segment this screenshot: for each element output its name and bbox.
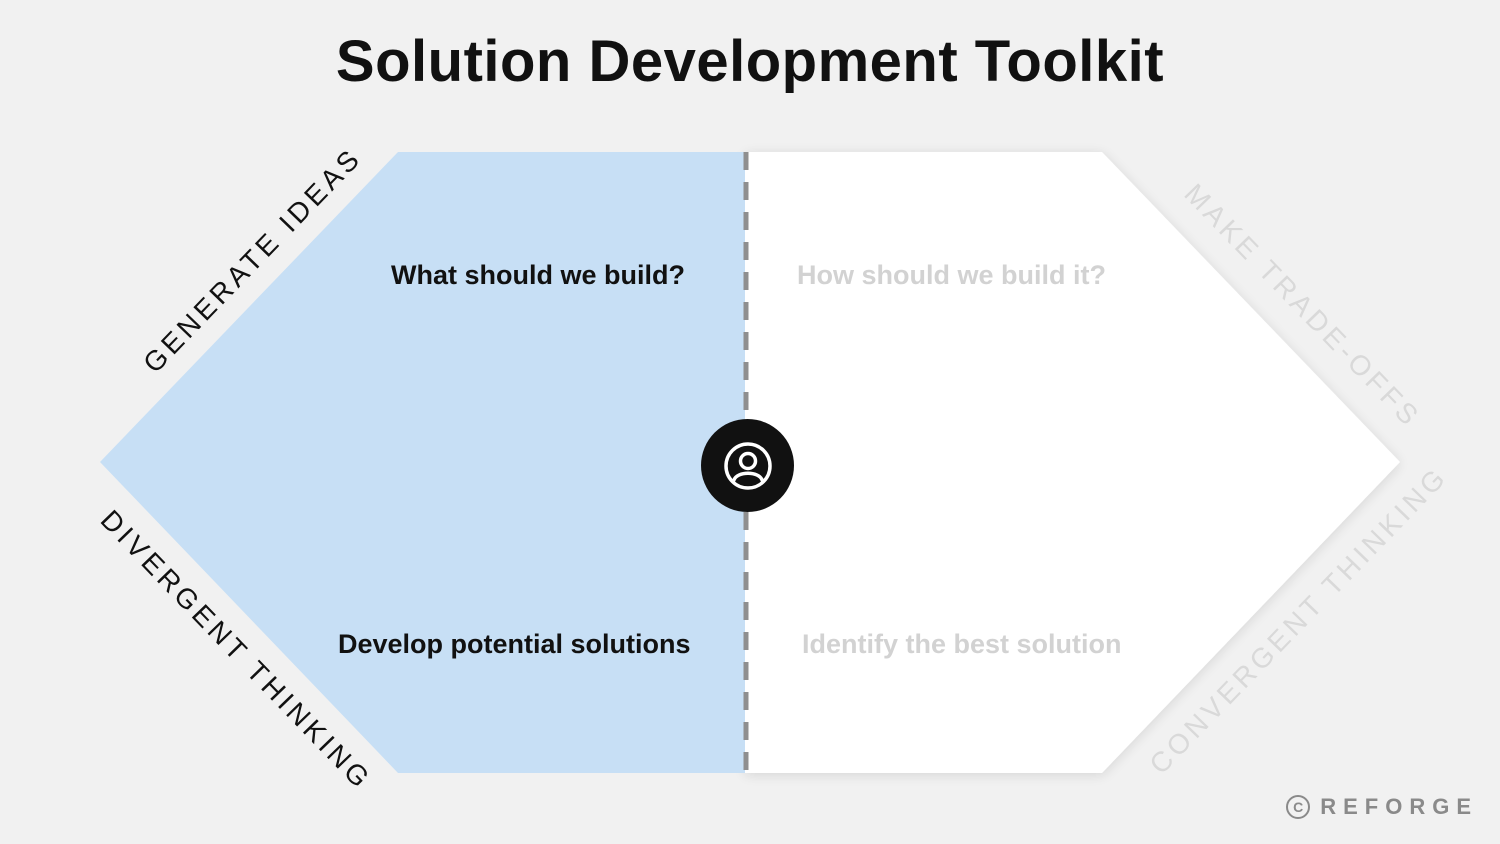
page-title: Solution Development Toolkit — [335, 29, 1165, 94]
copyright-icon: C — [1286, 795, 1311, 819]
brand-watermark: C REFORGE — [1286, 794, 1478, 820]
user-circle-icon — [723, 441, 772, 490]
right-top-question: How should we build it? — [797, 260, 1106, 290]
hub-circle — [701, 419, 794, 512]
right-bottom-question: Identify the best solution — [802, 629, 1122, 659]
left-top-question: What should we build? — [391, 260, 685, 290]
right-panel-shape — [745, 152, 1400, 773]
left-bottom-question: Develop potential solutions — [338, 629, 691, 659]
brand-name: REFORGE — [1320, 794, 1478, 819]
left-panel-shape — [100, 152, 745, 773]
